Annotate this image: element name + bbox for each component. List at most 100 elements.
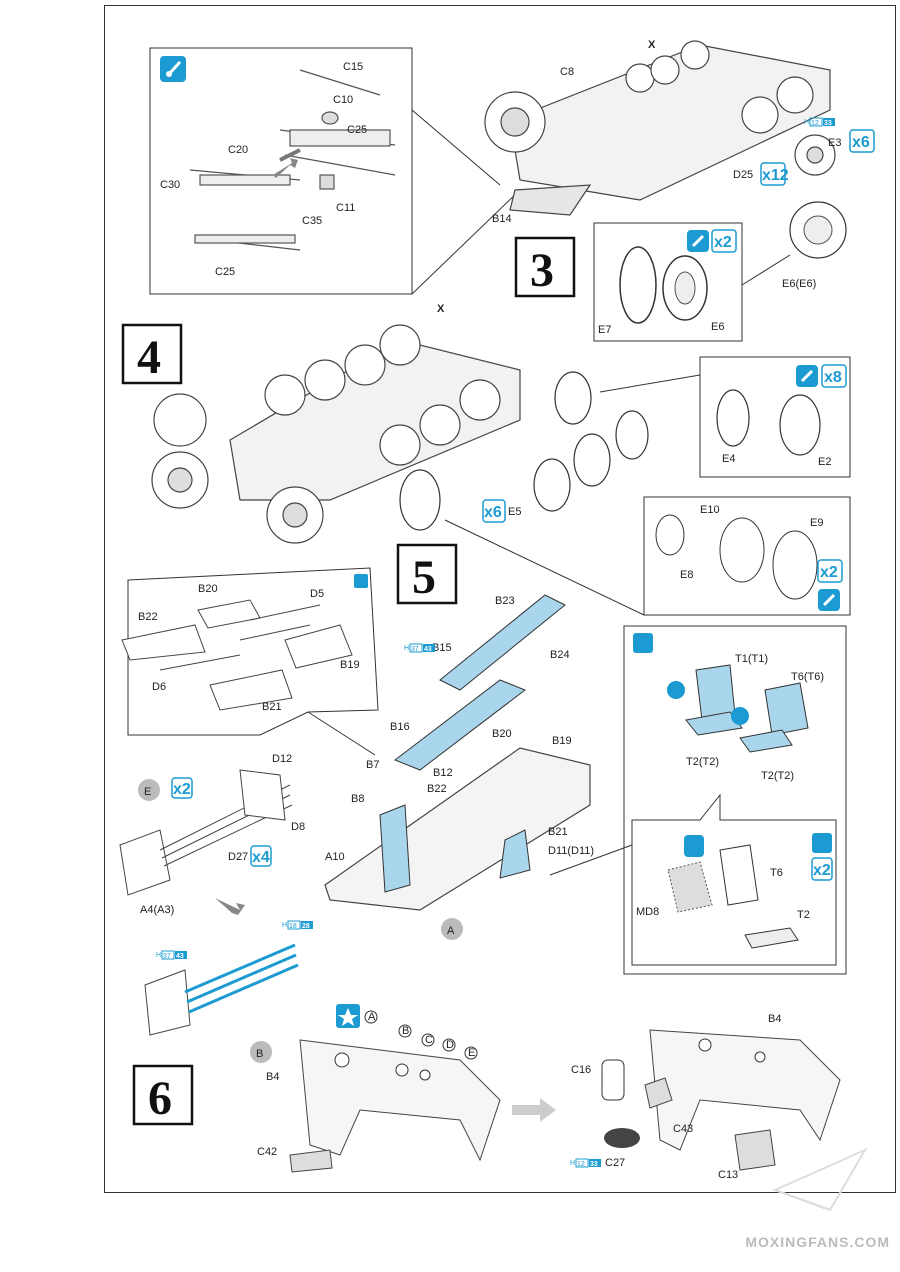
grey-arrow-rifles — [215, 898, 245, 915]
step-4-number: 4 — [137, 331, 161, 384]
mult-tire: x2 — [687, 229, 737, 253]
svg-text:33: 33 — [824, 120, 832, 127]
mult-d27: x4 — [250, 845, 272, 867]
label-t2t2b: T2(T2) — [761, 770, 794, 782]
label-a10: A10 — [325, 851, 345, 863]
label-t2: T2 — [797, 909, 810, 921]
dashboard-b — [649, 1029, 841, 1151]
step-3-number: 3 — [530, 244, 554, 297]
step-6-number: 6 — [148, 1072, 172, 1125]
label-b19: B19 — [340, 659, 360, 671]
watermark-logo — [772, 1147, 868, 1212]
label-e3: E3 — [828, 137, 841, 149]
label-c42: C42 — [257, 1146, 277, 1158]
watermark-text: MOXINGFANS.COM — [745, 1234, 890, 1250]
label-e6e6: E6(E6) — [782, 278, 816, 290]
mult-d25: x12 — [760, 162, 789, 186]
label-e: E — [144, 786, 151, 798]
label-x4: X — [437, 303, 445, 315]
label-d6: D6 — [152, 681, 166, 693]
svg-text:37: 37 — [411, 646, 419, 653]
label-b21b: B21 — [548, 826, 568, 838]
label-b19b: B19 — [552, 735, 572, 747]
label-b21: B21 — [262, 701, 282, 713]
svg-text:x4: x4 — [252, 849, 270, 866]
circle-labels-step6: A B C D E — [364, 1010, 478, 1060]
svg-text:x2: x2 — [820, 564, 838, 581]
mult-e: x2 — [171, 777, 193, 799]
page-frame — [104, 5, 896, 1193]
label-c16: C16 — [571, 1064, 591, 1076]
label-c25: C25 — [347, 124, 367, 136]
grey-arrow — [273, 158, 298, 178]
step6-box — [132, 1064, 194, 1126]
label-d25: D25 — [733, 169, 753, 181]
svg-text:H: H — [156, 952, 161, 959]
label-e6: E6 — [711, 321, 724, 333]
label-b8: B8 — [351, 793, 364, 805]
label-c30: C30 — [160, 179, 180, 191]
label-e10: E10 — [700, 504, 720, 516]
plates-sketch — [121, 599, 353, 711]
seat-inset — [623, 625, 847, 975]
label-c20: C20 — [228, 144, 248, 156]
paint-ref-step3: H 12 33 — [804, 117, 835, 127]
svg-text:C: C — [425, 1034, 433, 1046]
rifles-painted — [144, 943, 299, 1036]
label-b16: B16 — [390, 721, 410, 733]
svg-text:H: H — [570, 1160, 575, 1167]
step4-box — [121, 323, 183, 385]
label-b20b: B20 — [492, 728, 512, 740]
label-b: B — [256, 1048, 263, 1060]
circle-b — [250, 1041, 272, 1063]
label-md8: MD8 — [636, 906, 659, 918]
svg-text:x6: x6 — [484, 504, 502, 521]
svg-text:H: H — [282, 922, 287, 929]
chassis-step4 — [151, 324, 521, 544]
star-icon — [336, 1004, 360, 1028]
label-d12: D12 — [272, 753, 292, 765]
svg-text:D: D — [446, 1039, 454, 1051]
wheels-step4 — [399, 371, 649, 531]
step3-box — [514, 236, 576, 298]
mult-e5: x6 — [482, 499, 506, 523]
label-b12: B12 — [433, 767, 453, 779]
circle-a — [441, 918, 463, 940]
label-t6t6: T6(T6) — [791, 671, 824, 683]
svg-text:43: 43 — [424, 646, 432, 653]
label-b23: B23 — [495, 595, 515, 607]
step-5-number: 5 — [412, 551, 436, 604]
svg-text:x6: x6 — [852, 134, 870, 151]
label-b4a: B4 — [266, 1071, 279, 1083]
label-b20: B20 — [198, 583, 218, 595]
label-c43: C43 — [673, 1123, 693, 1135]
label-t6: T6 — [770, 867, 783, 879]
label-b14: B14 — [492, 213, 512, 225]
dashboard-a — [299, 1039, 501, 1162]
label-c25b: C25 — [215, 266, 235, 278]
paint-ref-c27: H 12 33 — [570, 1158, 601, 1168]
label-a4a3: A4(A3) — [140, 904, 174, 916]
label-c11: C11 — [336, 202, 355, 214]
svg-text:E: E — [468, 1047, 475, 1059]
label-c10: C10 — [333, 94, 353, 106]
svg-text:H: H — [404, 645, 409, 652]
label-e2: E2 — [818, 456, 831, 468]
mult-e3: x6 — [849, 129, 875, 153]
circle-e — [138, 779, 160, 801]
paint-icon — [160, 56, 186, 82]
paint-ref-b15: H 37 43 — [404, 643, 435, 653]
label-d8: D8 — [291, 821, 305, 833]
mult-e9: x2 — [817, 559, 843, 611]
e10-inset — [643, 496, 851, 616]
svg-text:43: 43 — [176, 953, 184, 960]
label-b22: B22 — [138, 611, 158, 623]
svg-text:18: 18 — [289, 923, 297, 930]
label-t1: T1(T1) — [735, 653, 768, 665]
e4-inset — [699, 356, 851, 478]
grey-arrow-step6 — [512, 1098, 556, 1122]
svg-text:12: 12 — [577, 1161, 585, 1168]
svg-text:x2: x2 — [813, 862, 831, 879]
svg-text:x12: x12 — [762, 167, 789, 184]
